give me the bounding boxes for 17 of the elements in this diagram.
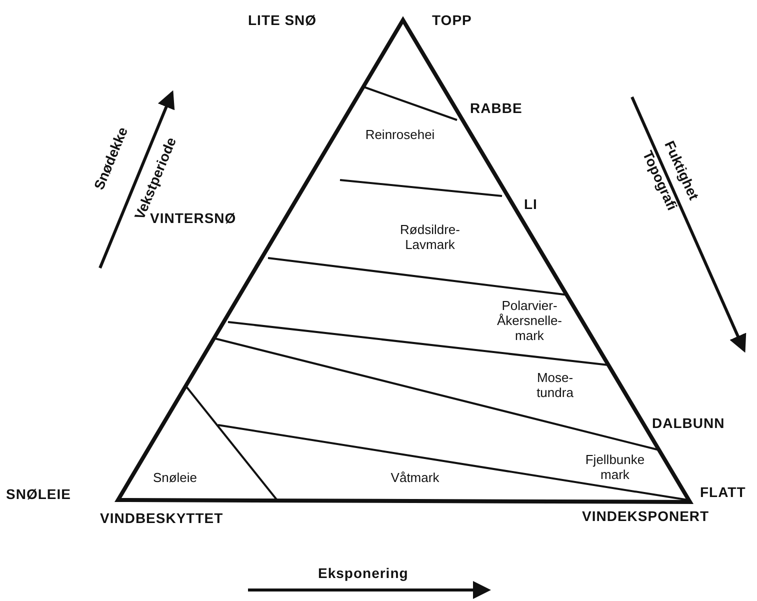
corner-label: LITE SNØ xyxy=(248,12,317,29)
zone-label: Fjellbunke mark xyxy=(584,452,646,482)
corner-label: DALBUNN xyxy=(652,415,725,432)
corner-label: FLATT xyxy=(700,484,746,501)
zone-label: Mose- tundra xyxy=(536,370,574,400)
corner-label: VINDBESKYTTET xyxy=(100,510,224,527)
corner-label: SNØLEIE xyxy=(6,486,71,503)
zone-label: Snøleie xyxy=(152,470,198,485)
corner-label: TOPP xyxy=(432,12,472,29)
zone-label: Våtmark xyxy=(390,470,440,485)
corner-label: LI xyxy=(524,196,538,213)
zone-label: Reinrosehei xyxy=(364,127,436,142)
zone-label: Polarvier- Åkersnelle- mark xyxy=(496,298,564,343)
corner-label: Eksponering xyxy=(318,565,408,582)
corner-label: RABBE xyxy=(470,100,522,117)
zone-label: Rødsildre- Lavmark xyxy=(399,222,461,252)
corner-label: VINDEKSPONERT xyxy=(582,508,710,525)
